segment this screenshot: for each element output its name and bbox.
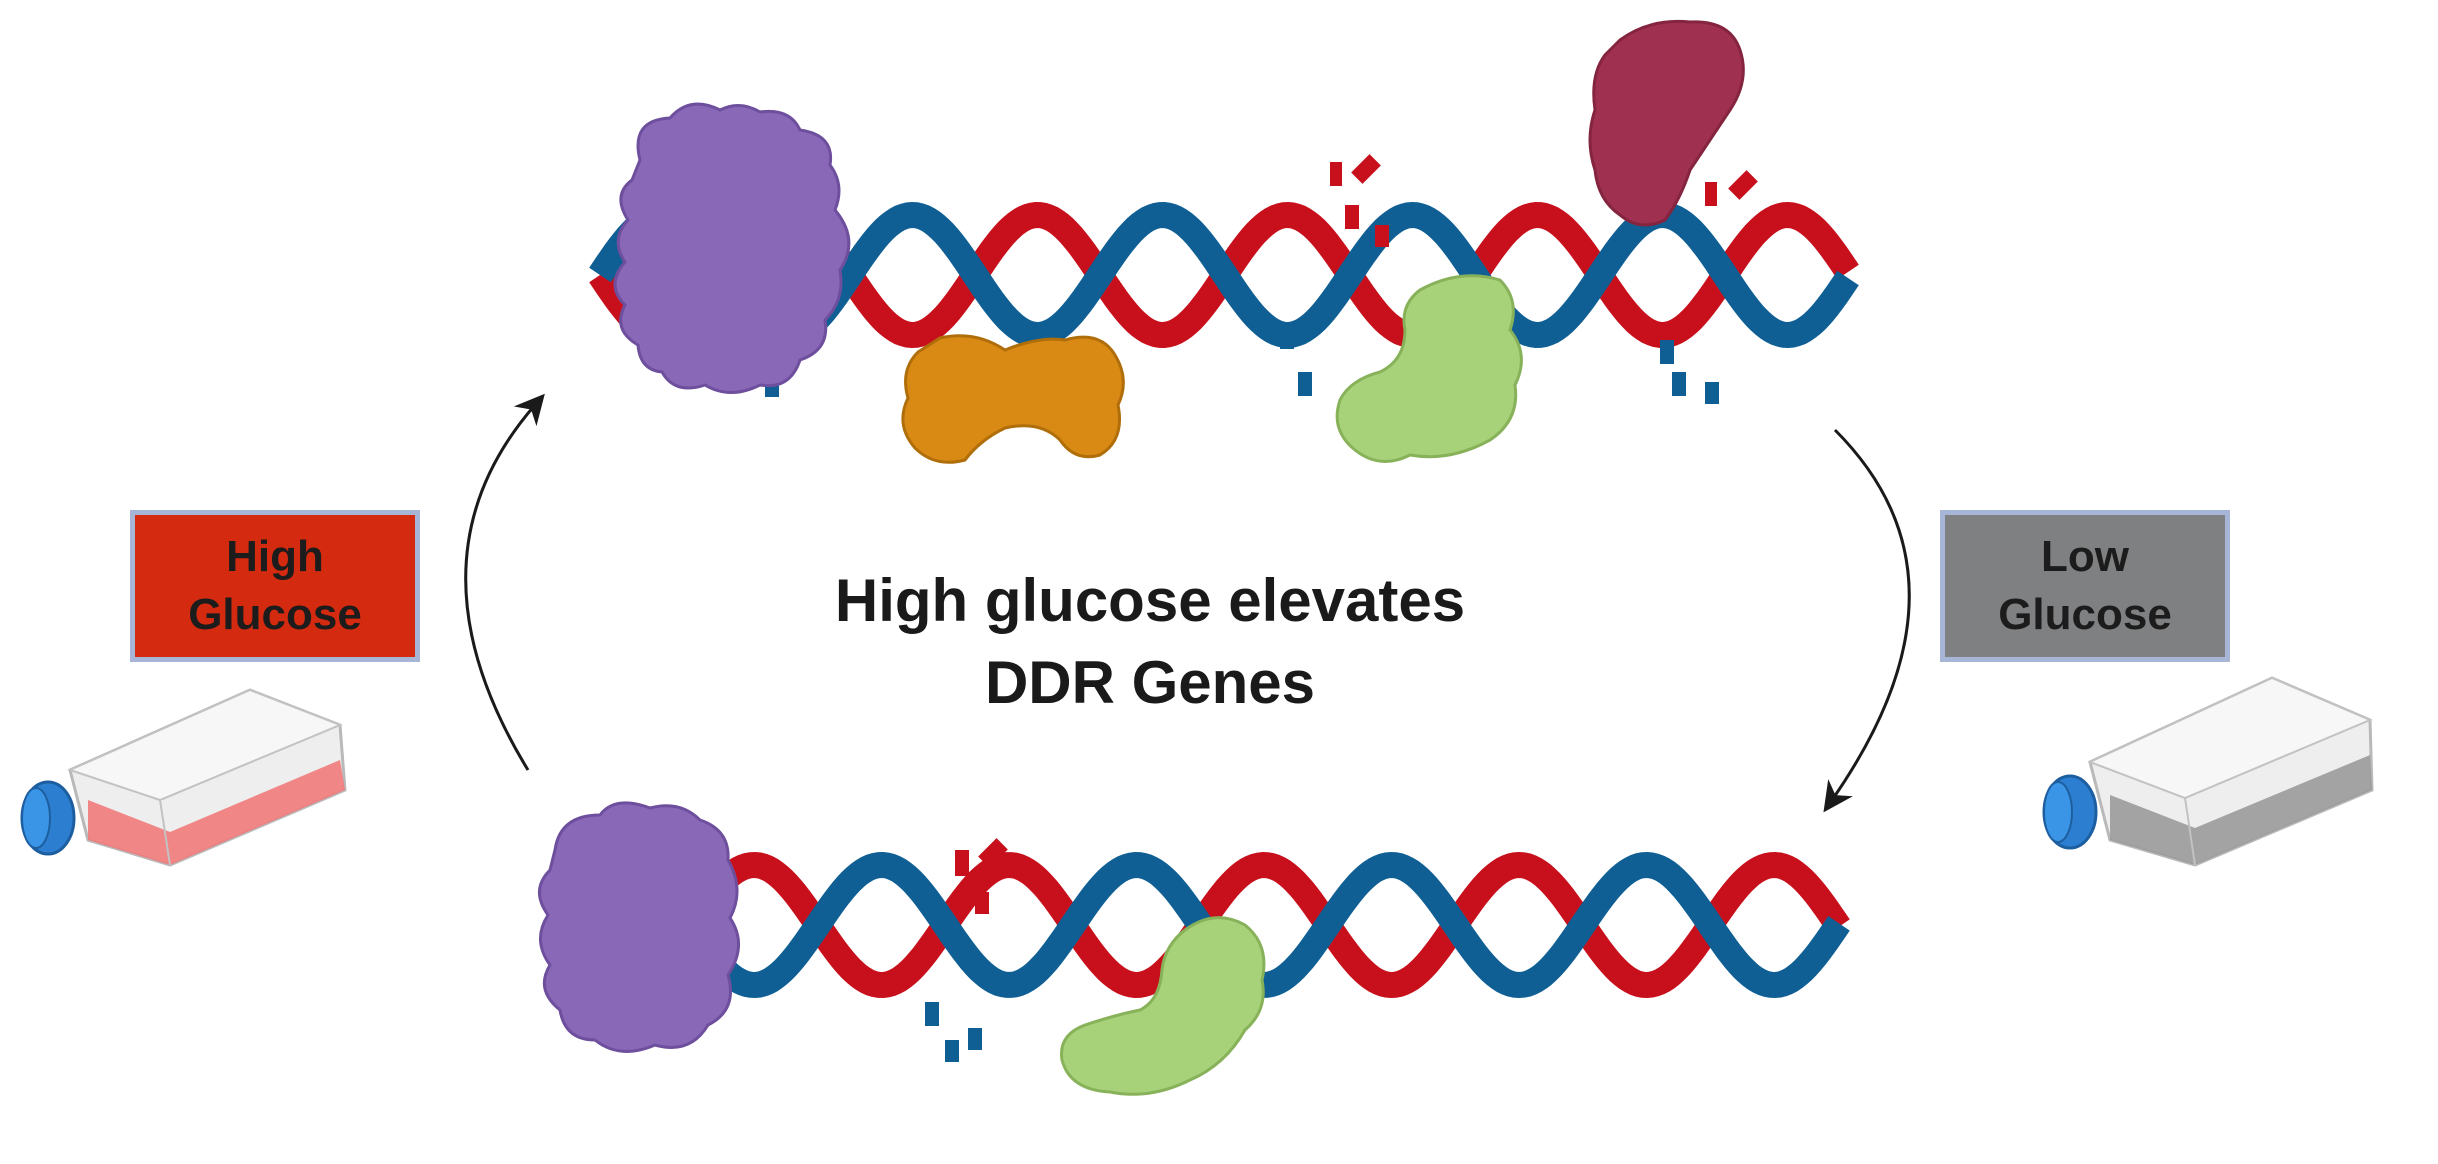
purple-repair-protein-icon bbox=[538, 801, 740, 1053]
curved-arrow-down-icon bbox=[1823, 428, 1911, 813]
high-glucose-line-1: High bbox=[226, 532, 324, 581]
center-title: High glucose elevates DDR Genes bbox=[700, 560, 1600, 724]
right-flask-icon bbox=[2042, 676, 2374, 867]
purple-repair-protein-icon bbox=[613, 102, 851, 394]
curved-arrow-up-icon bbox=[464, 393, 545, 771]
low-glucose-label-box: Low Glucose bbox=[1940, 510, 2230, 662]
center-title-line-1: High glucose elevates bbox=[834, 567, 1466, 634]
bottom-dna-break-fragments bbox=[925, 838, 1008, 1062]
left-flask-icon bbox=[20, 688, 347, 867]
maroon-repair-protein-icon bbox=[1588, 19, 1745, 227]
center-title-line-2: DDR Genes bbox=[984, 649, 1316, 716]
orange-repair-protein-icon bbox=[901, 334, 1125, 464]
high-glucose-label-box: High Glucose bbox=[130, 510, 420, 662]
green-repair-protein-icon bbox=[1335, 274, 1523, 463]
low-glucose-line-1: Low bbox=[2041, 532, 2129, 581]
high-glucose-line-2: Glucose bbox=[188, 590, 362, 639]
green-repair-protein-icon bbox=[1059, 916, 1266, 1096]
low-glucose-line-2: Glucose bbox=[1998, 590, 2172, 639]
